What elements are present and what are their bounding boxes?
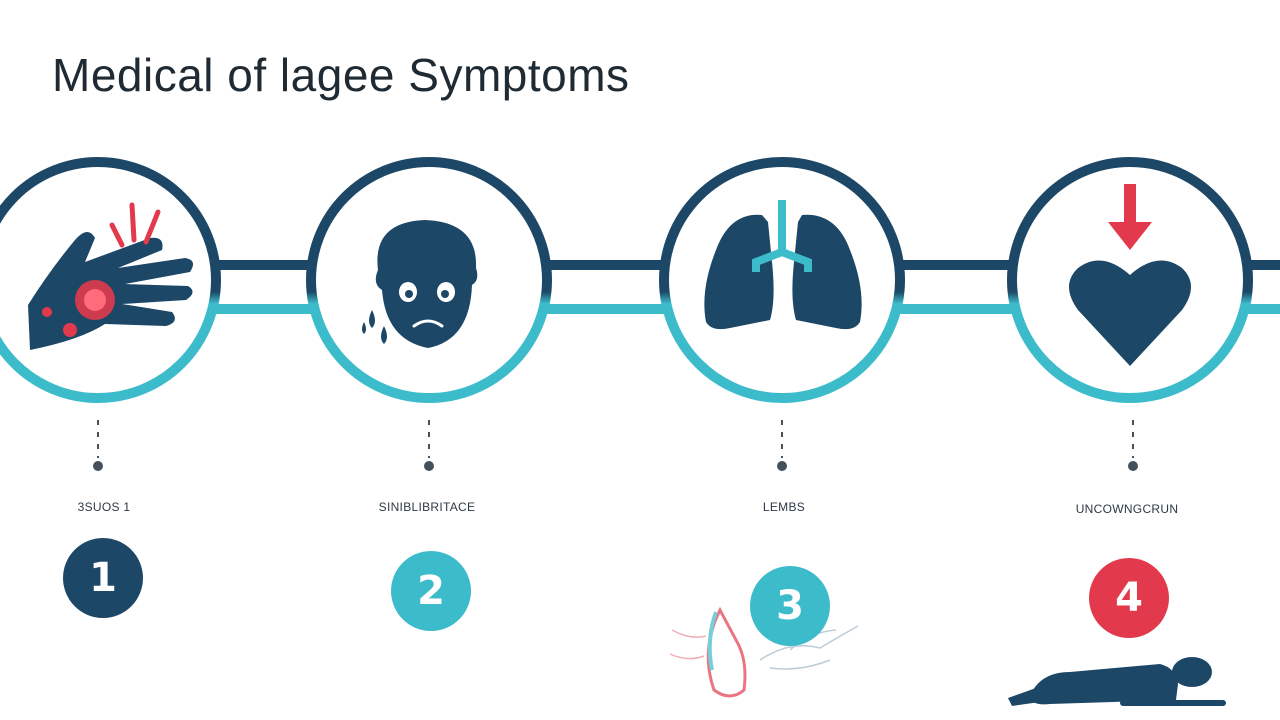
- step-4-node: [1007, 157, 1253, 403]
- heart-icon: [1069, 260, 1191, 366]
- step-4-label: UNCOWNGCRUN: [1075, 502, 1179, 516]
- hand-pain-icon: [28, 202, 194, 350]
- step-1-node: [0, 157, 221, 403]
- drop-lines: [97, 420, 1134, 458]
- arrow-down-icon: [1108, 184, 1152, 250]
- lungs-icon: [704, 200, 862, 330]
- step-2-node: [306, 157, 552, 403]
- lying-person-icon: [1008, 657, 1226, 706]
- drop-dots: [93, 461, 1138, 471]
- step-3-label: LEMBS: [762, 500, 806, 514]
- connector-bands: [0, 260, 1280, 314]
- step-2-label: SINIBLIBRITACE: [378, 500, 476, 514]
- sad-face-icon: [362, 220, 478, 348]
- step-3-node: [659, 157, 905, 403]
- step-4-badge: 4: [1089, 558, 1169, 638]
- page-title: Medical of lagee Symptoms: [52, 49, 630, 101]
- vessel-illustration: [669, 606, 859, 698]
- step-3-badge: 3: [750, 566, 830, 646]
- step-1-label: 3SUOS 1: [77, 500, 131, 514]
- step-1-badge: 1: [63, 538, 143, 618]
- step-2-badge: 2: [391, 551, 471, 631]
